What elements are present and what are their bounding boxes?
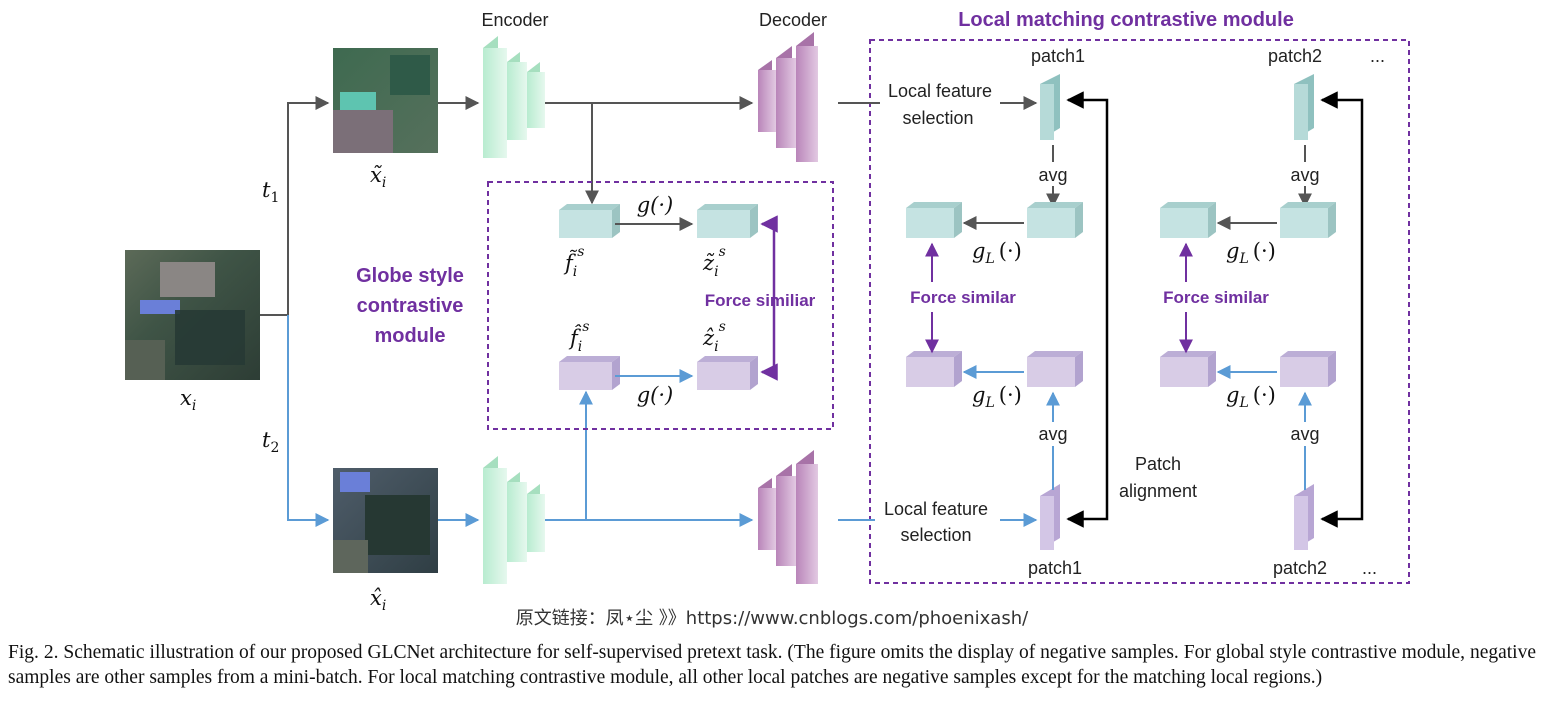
local-box-avg-top-1 [1027,202,1083,238]
x-i-label: xi [180,386,196,414]
f-tilde-label: f̃is [563,244,584,280]
gL-label-top-1: gL(·) [972,239,1022,267]
augmented-image-bottom [333,468,438,573]
ellipsis-bottom: ... [1362,558,1377,578]
f-tilde-box [559,204,620,238]
globe-module-box [487,181,834,430]
local-feature-selection-bottom-2: selection [900,525,971,545]
f-hat-box [559,356,620,390]
decoder-top [758,32,818,162]
patch2-top-slab [1294,74,1314,140]
glcnet-diagram: xi t1 t2 x̃i x̂i Encoder Decoder [125,9,1410,610]
g-label-top: g(·) [637,193,674,217]
z-hat-label: ẑis [702,319,726,355]
t1-label: t1 [262,178,279,206]
patch-alignment-label-1: Patch [1135,454,1181,474]
source-link-line: 原文链接：凤⋆尘 》》https://www.cnblogs.com/phoen… [515,608,1029,629]
patch2-bottom-label: patch2 [1273,558,1327,578]
local-box-proj-top-1 [906,202,962,238]
gL-label-top-2: gL(·) [1226,239,1276,267]
force-similar-bracket-global [760,215,778,381]
force-similar-local-label-2: Force similar [1163,288,1269,307]
gL-label-bottom-1: gL(·) [972,383,1022,411]
avg-top-1: avg [1038,165,1067,185]
t2-label: t2 [262,428,279,456]
decoder-bottom [758,450,818,584]
force-similar-global-label: Force similiar [705,291,816,310]
avg-bottom-2: avg [1290,424,1319,444]
patch-alignment-label-2: alignment [1119,481,1197,501]
x-tilde-label: x̃i [370,163,386,191]
force-similar-local-label-1: Force similar [910,288,1016,307]
patch1-bottom-slab [1040,484,1060,550]
encoder-label: Encoder [481,10,548,30]
local-box-avg-bottom-2 [1280,351,1336,387]
z-tilde-box [697,204,758,238]
local-box-proj-bottom-1 [906,351,962,387]
encoder-bottom [483,456,545,584]
local-module-box [869,39,1410,584]
avg-top-2: avg [1290,165,1319,185]
local-box-avg-bottom-1 [1027,351,1083,387]
patch1-top-slab [1040,74,1060,140]
patch-alignment-arrow-2 [1320,91,1364,528]
g-label-bottom: g(·) [637,383,674,407]
local-feature-selection-bottom-1: Local feature [884,499,988,519]
avg-bottom-1: avg [1038,424,1067,444]
patch1-top-label: patch1 [1031,46,1085,66]
local-box-proj-bottom-2 [1160,351,1216,387]
local-module-title: Local matching contrastive module [958,9,1294,31]
globe-module-title-2: contrastive [357,295,464,317]
decoder-label: Decoder [759,10,827,30]
encoder-top [483,36,545,158]
local-feature-selection-top-1: Local feature [888,81,992,101]
f-hat-label: f̂is [568,319,589,355]
patch2-top-label: patch2 [1268,46,1322,66]
gL-label-bottom-2: gL(·) [1226,383,1276,411]
x-hat-label: x̂i [370,586,386,610]
globe-module-title-3: module [374,325,445,347]
input-image [125,250,260,380]
augmented-image-top [333,48,438,153]
local-feature-selection-top-2: selection [902,108,973,128]
local-box-avg-top-2 [1280,202,1336,238]
z-tilde-label: z̃is [702,244,726,280]
z-hat-box [697,356,758,390]
figure-caption: Fig. 2. Schematic illustration of our pr… [8,642,1536,688]
ellipsis-top: ... [1370,46,1385,66]
local-box-proj-top-2 [1160,202,1216,238]
branch-lines [260,96,330,527]
globe-module-title-1: Globe style [356,265,464,287]
patch1-bottom-label: patch1 [1028,558,1082,578]
patch-alignment-arrow-1 [1066,91,1109,528]
patch2-bottom-slab [1294,484,1314,550]
